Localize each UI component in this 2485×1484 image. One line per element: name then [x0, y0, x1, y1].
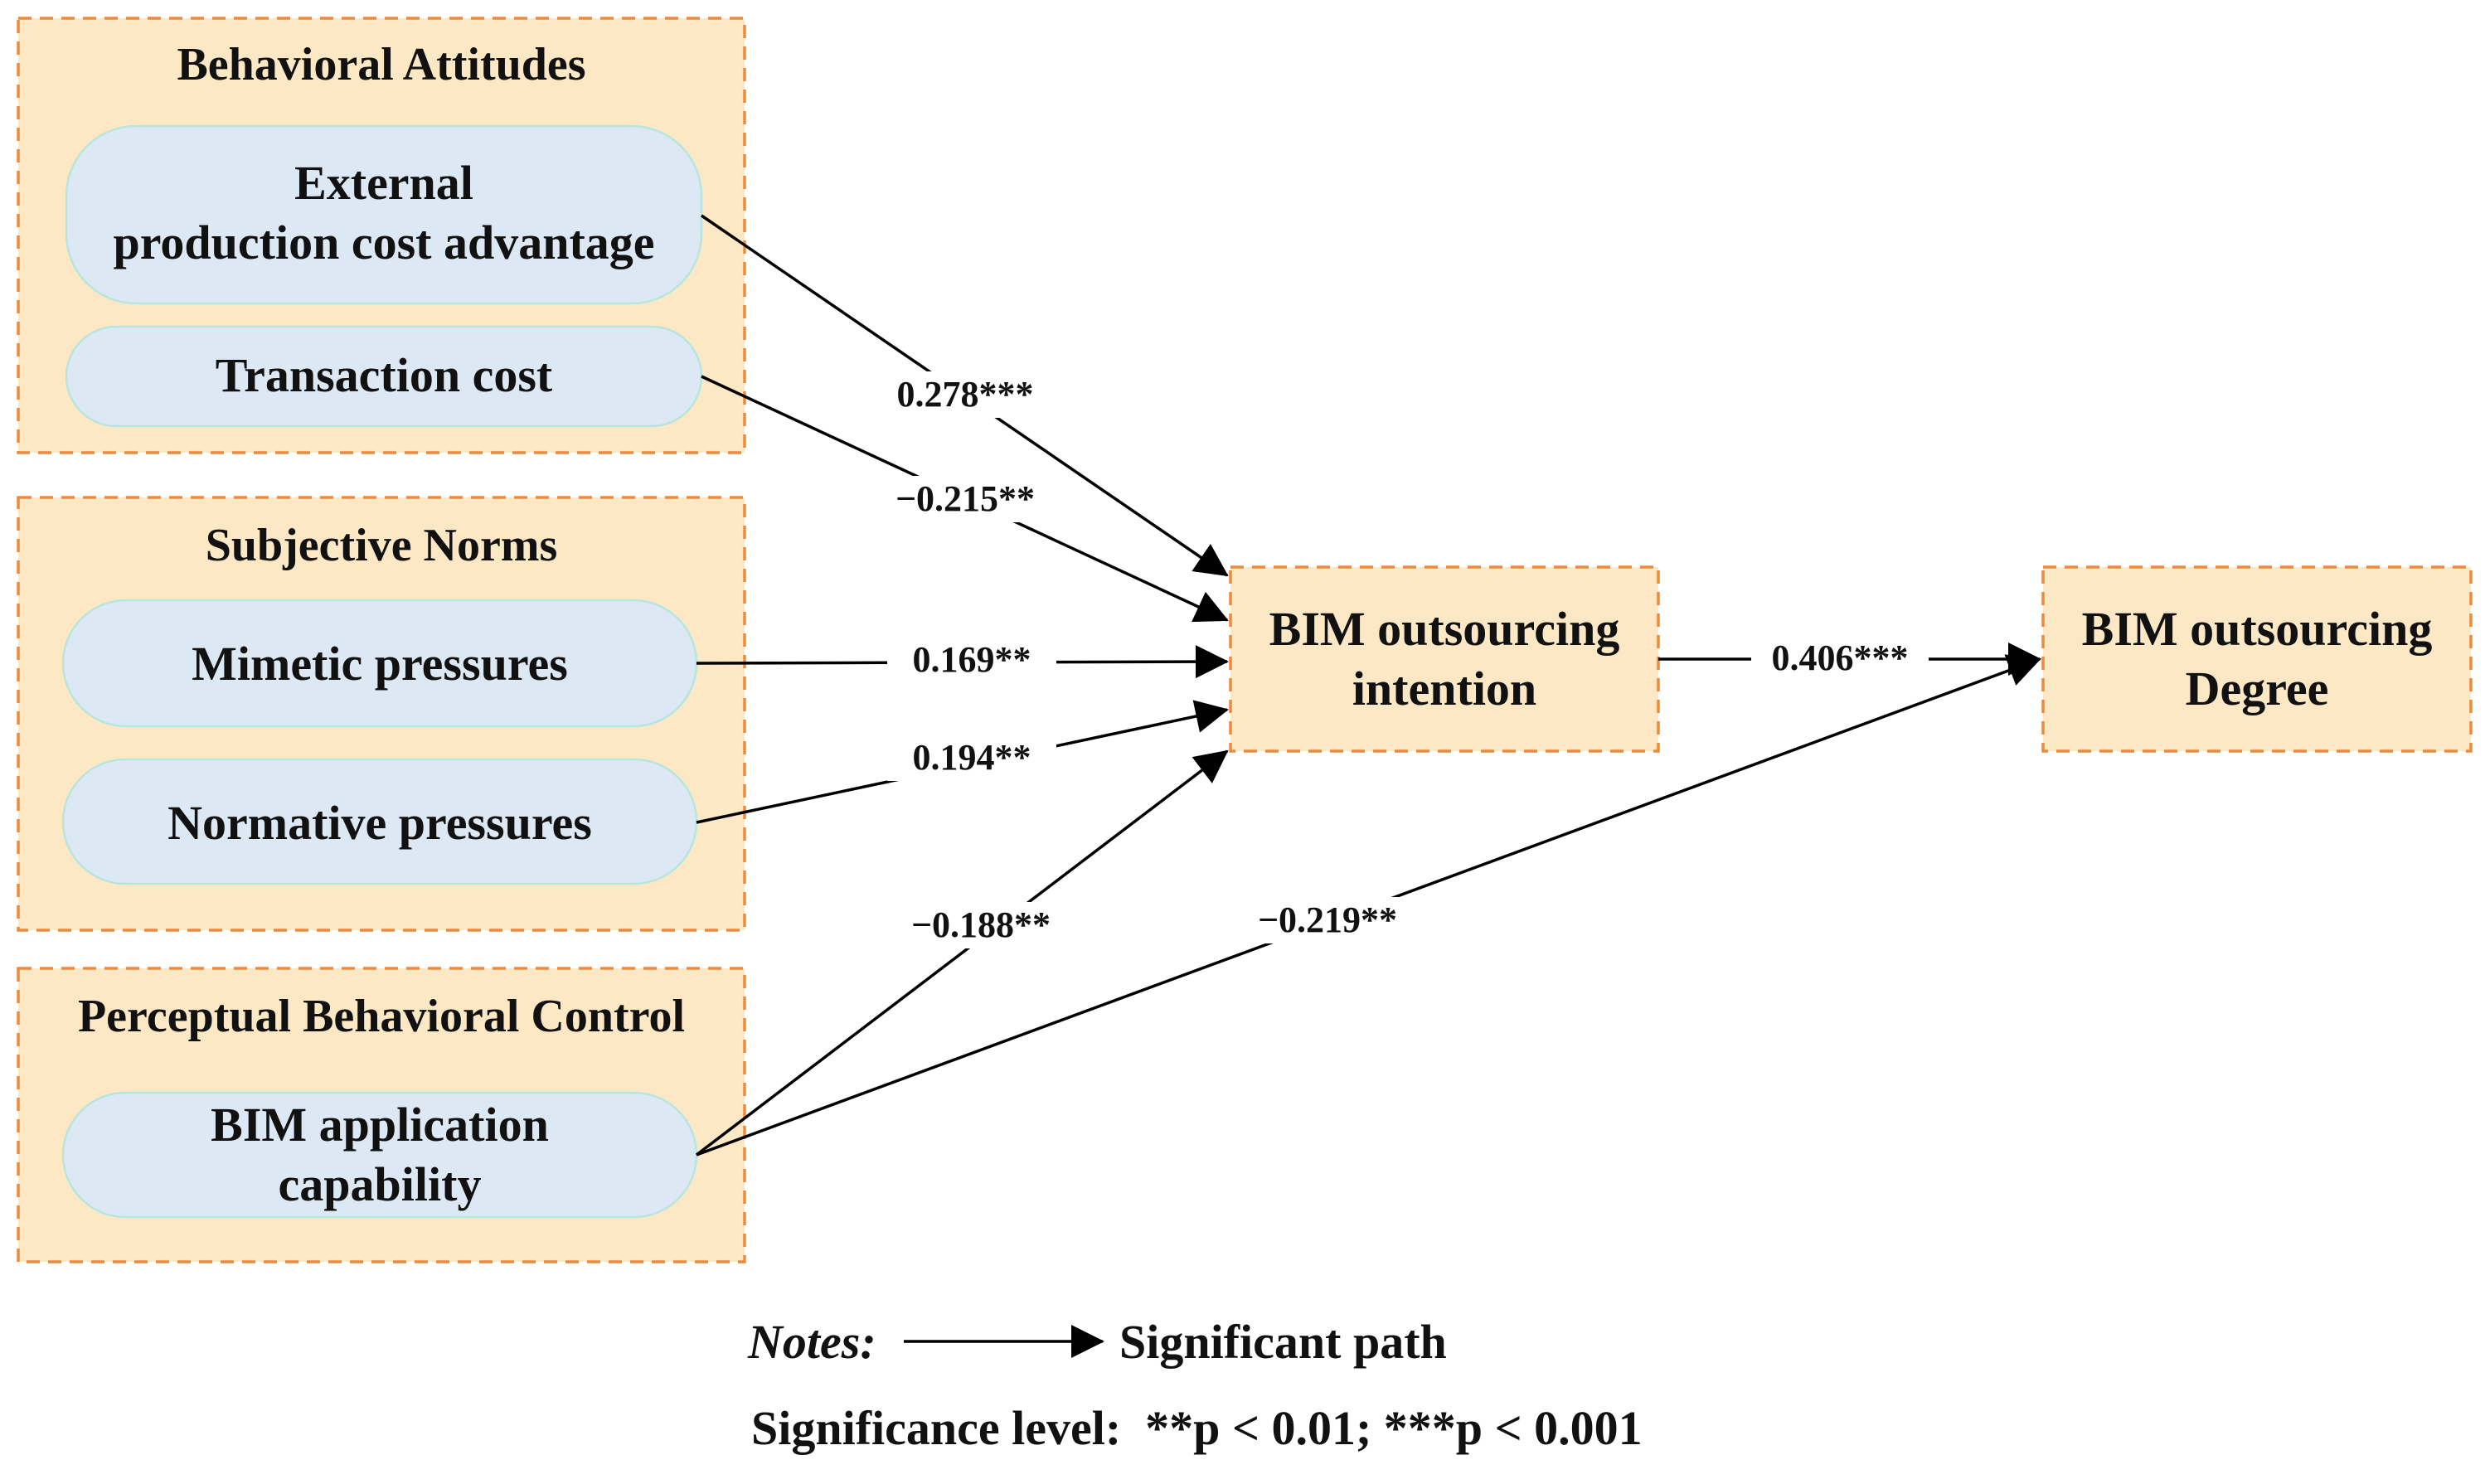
- significance-level-note: Significance level: **p < 0.01; ***p < 0…: [751, 1401, 1643, 1455]
- node-label-degree-line-2: Degree: [2186, 662, 2329, 715]
- node-label-intention-line-2: intention: [1352, 662, 1536, 715]
- path-intention-to-degree: 0.406***: [1658, 635, 2041, 681]
- coef-bg-4: [895, 902, 1066, 948]
- coef-bg-5: [1751, 635, 1929, 681]
- legend-significant-path: Significant path: [1119, 1315, 1447, 1369]
- node-bim-outsourcing-degree: BIM outsourcing Degree: [2041, 565, 2473, 753]
- coef-transaction-to-intention: −0.215**: [895, 478, 1035, 519]
- coef-bg-0: [884, 371, 1046, 418]
- node-label-capability-line-1: BIM application: [211, 1098, 549, 1152]
- path-external-to-intention: 0.278***: [701, 214, 1229, 577]
- coef-capability-to-degree: −0.219**: [1258, 900, 1397, 940]
- path-capability-to-intention: −0.188**: [695, 749, 1229, 1157]
- arrow-capability-to-intention: [695, 749, 1229, 1157]
- group-title-perceptual-behavioral-control: Perceptual Behavioral Control: [78, 991, 685, 1042]
- group-title-behavioral-attitudes: Behavioral Attitudes: [177, 39, 585, 90]
- coef-normative-to-intention: 0.194**: [913, 737, 1031, 778]
- coef-bg-6: [1240, 897, 1415, 943]
- notes-label: Notes:: [747, 1315, 876, 1369]
- node-label-intention-line-1: BIM outsourcing: [1269, 602, 1620, 656]
- path-normative-to-intention: 0.194**: [696, 700, 1229, 824]
- node-bim-outsourcing-intention: BIM outsourcing intention: [1229, 565, 1660, 753]
- group-title-subjective-norms: Subjective Norms: [206, 520, 558, 571]
- coef-bg-2: [887, 637, 1056, 683]
- node-label-transaction-cost: Transaction cost: [216, 348, 553, 402]
- node-external-production-cost-advantage: [65, 124, 703, 305]
- node-label-external-line-2: production cost advantage: [113, 216, 654, 269]
- coef-mimetic-to-intention: 0.169**: [913, 639, 1031, 680]
- coef-capability-to-intention: −0.188**: [911, 904, 1051, 945]
- path-transaction-to-intention: −0.215**: [701, 375, 1229, 623]
- group-behavioral-attitudes: Behavioral Attitudes External production…: [17, 17, 746, 454]
- group-perceptual-behavioral-control: Perceptual Behavioral Control BIM applic…: [17, 967, 746, 1263]
- node-label-capability-line-2: capability: [279, 1157, 482, 1211]
- node-label-normative-pressures: Normative pressures: [167, 796, 592, 850]
- legend: Notes: Significant path Significance lev…: [747, 1315, 1643, 1455]
- coef-bg-3: [887, 735, 1056, 781]
- coef-intention-to-degree: 0.406***: [1772, 638, 1909, 678]
- node-label-external-line-1: External: [294, 156, 473, 210]
- coef-external-to-intention: 0.278***: [897, 374, 1034, 415]
- node-label-degree-line-1: BIM outsourcing: [2082, 602, 2433, 656]
- node-label-mimetic-pressures: Mimetic pressures: [192, 637, 568, 691]
- node-box-degree: [2041, 565, 2473, 753]
- group-subjective-norms: Subjective Norms Mimetic pressures Norma…: [17, 496, 746, 932]
- node-box-intention: [1229, 565, 1660, 753]
- coef-bg-1: [884, 476, 1046, 522]
- path-mimetic-to-intention: 0.169**: [696, 637, 1229, 683]
- path-capability-to-degree: −0.219**: [696, 654, 2041, 1157]
